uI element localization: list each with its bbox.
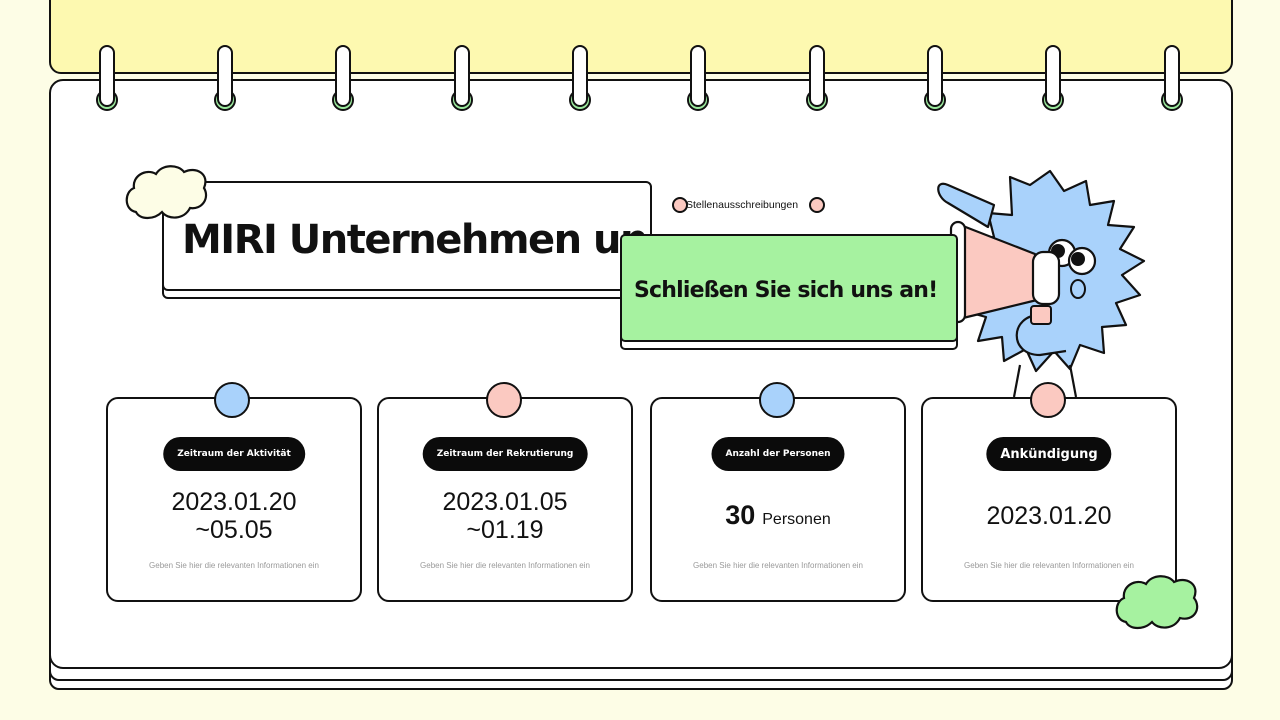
card-label: Zeitraum der Rekrutierung bbox=[422, 437, 588, 471]
spiral-ring-icon bbox=[690, 45, 706, 107]
page-title: MIRI Unternehmen und bbox=[182, 217, 652, 263]
spiral-ring-icon bbox=[572, 45, 588, 107]
card-label: Ankündigung bbox=[986, 437, 1112, 471]
spiral-ring-icon bbox=[809, 45, 825, 107]
card-note: Geben Sie hier die relevanten Informatio… bbox=[149, 561, 319, 570]
cloud-icon bbox=[1115, 575, 1199, 630]
pin-icon bbox=[486, 382, 522, 418]
tag-dot-left bbox=[672, 197, 688, 213]
card-label: Zeitraum der Aktivität bbox=[163, 437, 305, 471]
headcount-value: 30 bbox=[725, 500, 756, 530]
spiral-ring-icon bbox=[1164, 45, 1180, 107]
card-date-line2: ~01.19 bbox=[466, 516, 544, 544]
spiral-ring-icon bbox=[454, 45, 470, 107]
banner-text: Schließen Sie sich uns an! bbox=[634, 278, 938, 303]
spiral-ring-icon bbox=[335, 45, 351, 107]
card-date-line1: 2023.01.20 bbox=[171, 488, 297, 516]
tag-label: Stellenausschreibungen bbox=[686, 199, 799, 211]
tag-dot-right bbox=[809, 197, 825, 213]
spiral-ring-icon bbox=[1045, 45, 1061, 107]
pin-icon bbox=[214, 382, 250, 418]
card-note: Geben Sie hier die relevanten Informatio… bbox=[693, 561, 863, 570]
pin-icon bbox=[1030, 382, 1066, 418]
spiral-ring-icon bbox=[217, 45, 233, 107]
card-label: Anzahl der Personen bbox=[711, 437, 845, 471]
info-card-recruitment: Zeitraum der Rekrutierung 2023.01.05 ~01… bbox=[377, 397, 633, 602]
join-banner: Schließen Sie sich uns an! bbox=[620, 234, 958, 342]
info-card-activity: Zeitraum der Aktivität 2023.01.20 ~05.05… bbox=[106, 397, 362, 602]
megaphone-icon bbox=[949, 220, 1061, 325]
spiral-ring-icon bbox=[927, 45, 943, 107]
card-date-line1: 2023.01.05 bbox=[442, 488, 568, 516]
info-card-headcount: Anzahl der Personen 30 Personen Geben Si… bbox=[650, 397, 906, 602]
info-card-announcement: Ankündigung 2023.01.20 Geben Sie hier di… bbox=[921, 397, 1177, 602]
card-note: Geben Sie hier die relevanten Informatio… bbox=[420, 561, 590, 570]
spiral-ring-icon bbox=[99, 45, 115, 107]
calendar-back-sheet bbox=[49, 0, 1233, 74]
pin-icon bbox=[759, 382, 795, 418]
cloud-icon bbox=[125, 165, 208, 220]
card-date-line1: 2023.01.20 bbox=[986, 502, 1112, 530]
card-note: Geben Sie hier die relevanten Informatio… bbox=[964, 561, 1134, 570]
card-count: 30 Personen bbox=[652, 501, 904, 534]
headcount-unit: Personen bbox=[762, 511, 831, 528]
title-box: MIRI Unternehmen und bbox=[162, 181, 652, 291]
card-date-line2: ~05.05 bbox=[195, 516, 273, 544]
